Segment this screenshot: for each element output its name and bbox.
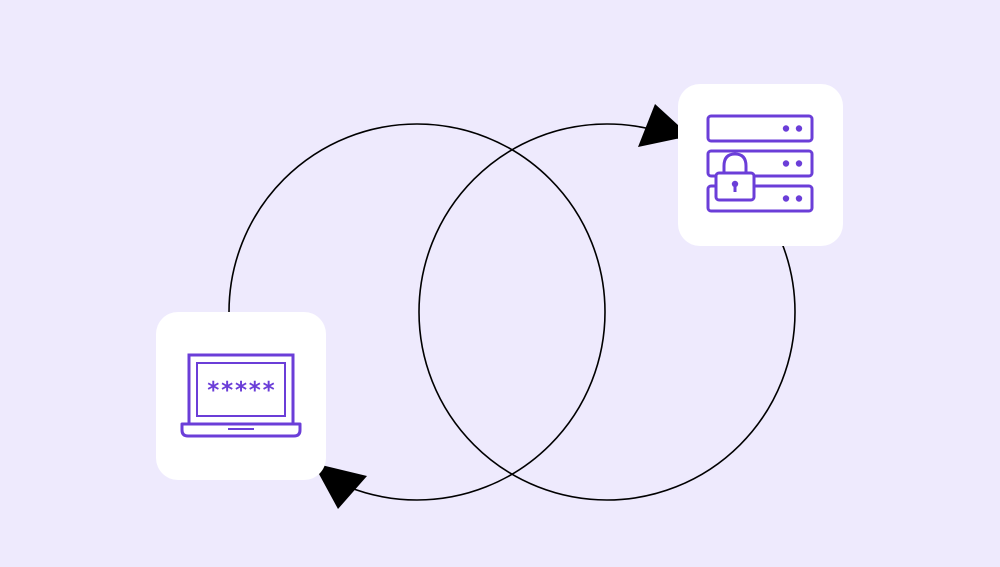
server-node xyxy=(678,84,843,246)
laptop-icon: ***** xyxy=(180,353,302,438)
client-node: ***** xyxy=(156,312,326,480)
arrowhead-to-client xyxy=(313,463,367,509)
loop-right xyxy=(418,123,796,501)
password-text: ***** xyxy=(206,378,275,404)
server-lock-icon xyxy=(706,114,814,213)
arrowhead-to-server xyxy=(638,104,690,147)
